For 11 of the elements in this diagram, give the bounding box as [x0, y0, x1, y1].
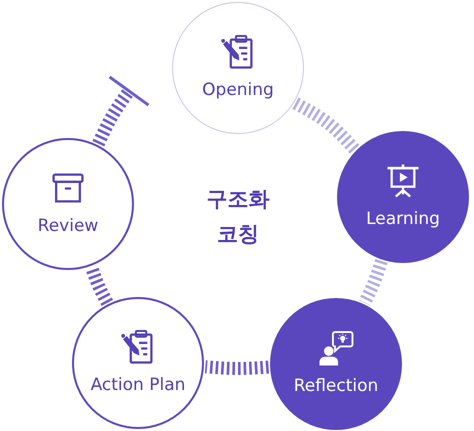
hatched-connector	[204, 360, 270, 375]
hatched-connector	[85, 265, 114, 306]
step-label: Review	[38, 216, 98, 237]
step-label: Learning	[366, 209, 440, 230]
hatched-connector	[292, 98, 360, 154]
hatched-connector	[92, 75, 150, 146]
step-label: Reflection	[294, 376, 378, 397]
hatched-connector	[358, 259, 388, 306]
center-title: 구조화 코칭	[206, 186, 270, 248]
step-label: Action Plan	[90, 375, 186, 396]
step-label: Opening	[202, 80, 274, 101]
